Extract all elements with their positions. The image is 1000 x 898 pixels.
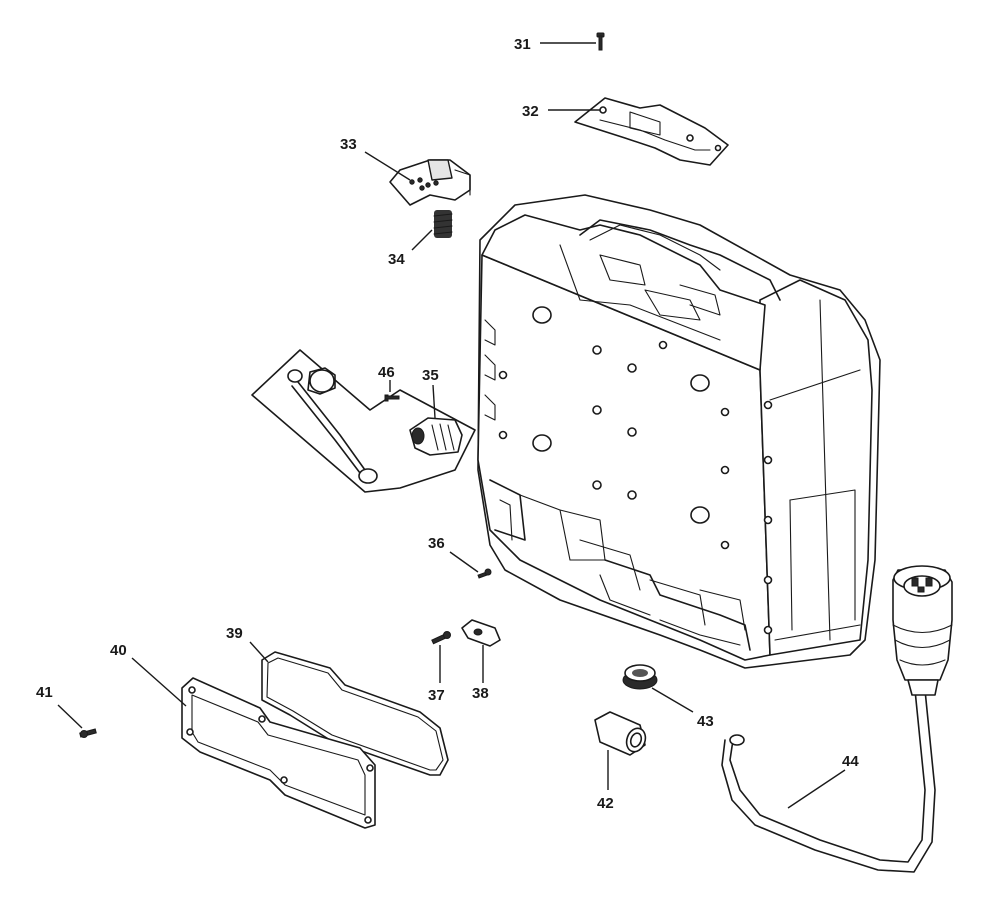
part-39-gasket: [261, 651, 449, 776]
leader-39: [249, 641, 269, 663]
part-41-screw: [79, 728, 97, 738]
leader-40: [131, 657, 187, 707]
callout-31: 31: [514, 36, 531, 53]
callout-36: 36: [428, 535, 445, 552]
leader-33: [364, 151, 411, 181]
callout-46: 46: [378, 364, 395, 381]
mounting-holes: [498, 306, 773, 635]
part-42-sleeve: [594, 711, 647, 756]
leader-41: [57, 704, 83, 729]
leader-35: [432, 384, 436, 419]
callout-35: 35: [422, 367, 439, 384]
part-35-filler-cap: [287, 367, 463, 484]
part-37-screw: [431, 631, 451, 645]
callout-37: 37: [428, 687, 445, 704]
callout-44: 44: [842, 753, 859, 770]
callout-39: 39: [226, 625, 243, 642]
callout-43: 43: [697, 713, 714, 730]
callout-labels: 31 32 33 34 35 36 37 38 39 40 41 42 43 4…: [36, 36, 859, 812]
part-36-screw: [477, 568, 492, 579]
part-43-seal: [622, 664, 658, 690]
part-31-screw: [596, 32, 605, 51]
callout-41: 41: [36, 684, 53, 701]
leader-34: [411, 229, 433, 251]
valve-body-housing: [477, 194, 881, 669]
callout-34: 34: [388, 251, 405, 268]
leader-lines: [57, 42, 846, 809]
callout-42: 42: [597, 795, 614, 812]
part-33-clip-bracket: [389, 159, 471, 206]
part-40-cover-plate: [181, 677, 376, 829]
part-46-pin: [384, 394, 400, 402]
leader-36: [449, 551, 479, 573]
callout-38: 38: [472, 685, 489, 702]
part-44-connector-harness: [721, 565, 953, 873]
callout-40: 40: [110, 642, 127, 659]
callout-32: 32: [522, 103, 539, 120]
bottom-ribs: [489, 479, 751, 651]
callout-33: 33: [340, 136, 357, 153]
leader-44: [787, 769, 846, 809]
part-32-bracket-plate: [574, 97, 729, 166]
part-38-retainer-plate: [461, 619, 501, 647]
part-34-spring: [433, 210, 453, 238]
leader-43: [651, 687, 694, 713]
